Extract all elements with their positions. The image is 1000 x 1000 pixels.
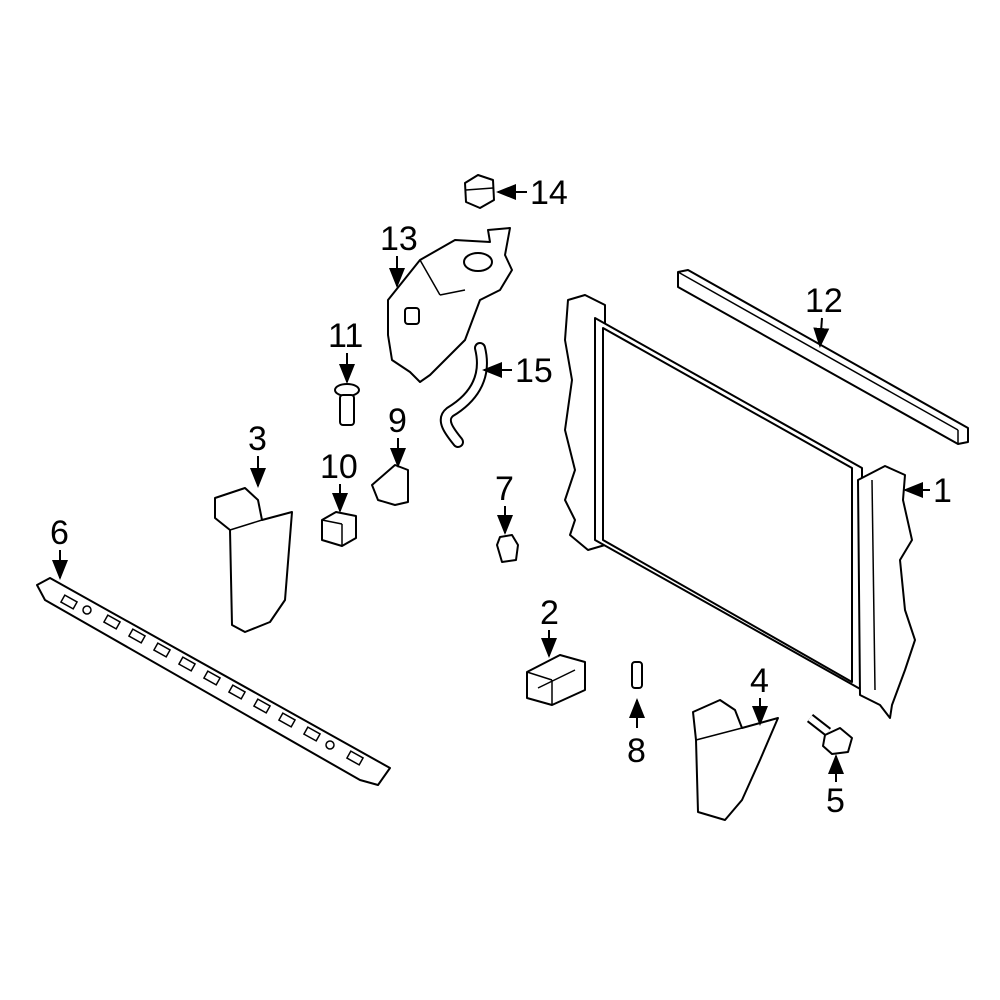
part-8-pin[interactable] (631, 661, 643, 689)
callout-3: 3 (248, 420, 267, 488)
callout-4: 4 (750, 662, 769, 726)
callout-10: 10 (320, 448, 358, 513)
part-9-bracket[interactable] (371, 464, 409, 506)
part-11-bolt[interactable] (334, 383, 360, 426)
svg-text:5: 5 (826, 782, 845, 820)
part-1-radiator[interactable] (564, 294, 916, 719)
callout-11: 11 (328, 317, 363, 384)
callout-6: 6 (50, 514, 69, 580)
part-6-lower-shield[interactable] (36, 577, 391, 786)
part-10-insulator[interactable] (321, 511, 357, 547)
svg-text:4: 4 (750, 662, 769, 700)
callout-12: 12 (805, 282, 843, 348)
part-2-insulator[interactable] (526, 654, 586, 706)
part-5-bolt[interactable] (806, 714, 853, 755)
svg-text:13: 13 (380, 220, 418, 258)
callout-13: 13 (380, 220, 418, 288)
svg-text:3: 3 (248, 420, 267, 458)
part-15-hose[interactable] (439, 342, 488, 448)
part-12-seal-strip[interactable] (677, 269, 969, 445)
svg-text:12: 12 (805, 282, 843, 320)
part-14-reservoir-cap[interactable] (464, 174, 495, 209)
svg-text:1: 1 (933, 472, 952, 510)
svg-text:14: 14 (530, 174, 568, 212)
callout-14: 14 (496, 174, 568, 212)
callout-9: 9 (388, 402, 407, 468)
svg-text:10: 10 (320, 448, 358, 486)
svg-text:2: 2 (540, 594, 559, 632)
callout-2: 2 (540, 594, 559, 658)
callout-5: 5 (826, 754, 845, 820)
callout-1: 1 (903, 472, 952, 510)
svg-text:11: 11 (328, 317, 363, 355)
svg-text:6: 6 (50, 514, 69, 552)
svg-text:7: 7 (495, 470, 514, 508)
part-4-air-deflector[interactable] (692, 699, 779, 821)
part-3-air-deflector[interactable] (214, 487, 293, 633)
part-7-grommet[interactable] (496, 534, 519, 563)
svg-text:9: 9 (388, 402, 407, 440)
callout-7: 7 (495, 470, 514, 535)
part-13-coolant-reservoir[interactable] (387, 227, 513, 383)
callout-15: 15 (482, 352, 553, 390)
callout-8: 8 (627, 698, 646, 770)
svg-text:8: 8 (627, 732, 646, 770)
svg-text:15: 15 (515, 352, 553, 390)
